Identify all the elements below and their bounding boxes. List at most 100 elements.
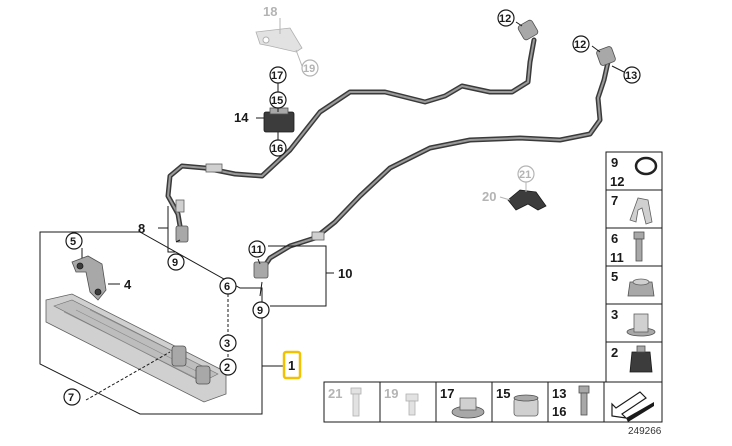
legend-cell-17[interactable]: 17 [440,386,485,419]
o-ring-icon [634,156,658,176]
svg-text:1: 1 [288,358,295,373]
svg-text:7: 7 [611,193,618,208]
hose-clamp [205,163,223,173]
callout-3[interactable]: 3 [219,334,237,352]
oil-cooler-line-feed[interactable] [165,19,539,243]
callout-12-right[interactable]: 12 [572,35,590,53]
svg-text:15: 15 [271,95,283,107]
svg-text:12: 12 [574,39,586,51]
callout-14[interactable]: 14 [234,110,249,125]
bracket-4[interactable] [71,255,107,301]
svg-text:6: 6 [611,231,618,246]
svg-text:18: 18 [263,4,277,19]
oil-cooler-line-return[interactable] [253,46,616,279]
svg-text:13: 13 [552,386,566,401]
svg-text:15: 15 [496,386,510,401]
svg-text:11: 11 [610,250,624,265]
svg-text:19: 19 [303,63,315,75]
legend-cell-15[interactable]: 15 [496,386,539,417]
svg-text:19: 19 [384,386,398,401]
svg-text:3: 3 [224,338,230,350]
callout-20[interactable]: 20 [482,189,496,204]
nut-top [632,278,650,286]
collar-nut-body [633,313,649,333]
svg-text:3: 3 [611,307,618,322]
hose-end-fitting [517,19,539,41]
bracket-18[interactable] [255,27,303,53]
diagram-id-label: 249266 [628,426,662,437]
clip-icon [629,197,653,225]
callout-1-highlighted[interactable]: 1 [282,350,302,380]
callout-16[interactable]: 16 [269,139,287,157]
legend-cell-13-16[interactable]: 13 16 [552,385,590,419]
callout-7[interactable]: 7 [63,388,81,406]
bolt-shaft [580,392,588,416]
bolt-shaft [408,400,416,416]
callout-11[interactable]: 11 [248,240,266,258]
legend-cell-19[interactable]: 19 [384,386,419,416]
callout-9-lower[interactable]: 9 [252,301,270,319]
callout-9-upper[interactable]: 9 [167,253,185,271]
legend-cell-9-12[interactable]: 9 12 [610,155,658,189]
legend-cell-6-11[interactable]: 6 11 [610,231,645,265]
hose-clamp [311,231,325,241]
bolt-icon [578,385,590,394]
callout-12-left[interactable]: 12 [497,9,515,27]
callout-6[interactable]: 6 [219,277,237,295]
svg-text:17: 17 [440,386,454,401]
callout-8[interactable]: 8 [138,221,145,236]
bolt-icon [405,393,419,402]
direction-arrow-icon [611,391,647,419]
svg-text:9: 9 [172,257,178,269]
collar-nut-body [459,397,477,411]
legend-cell-7[interactable]: 7 [611,193,653,225]
callout-17[interactable]: 17 [269,66,287,84]
svg-text:7: 7 [68,392,74,404]
legend-cell-3[interactable]: 3 [611,307,656,337]
svg-text:5: 5 [70,236,76,248]
legend-cell-21[interactable]: 21 [328,386,362,417]
svg-text:11: 11 [251,244,263,256]
svg-text:12: 12 [610,174,624,189]
nut-icon [627,281,655,297]
svg-text:17: 17 [271,70,283,82]
legend-cell-5[interactable]: 5 [611,269,655,297]
svg-text:10: 10 [338,266,352,281]
callout-10[interactable]: 10 [338,266,352,281]
callout-15[interactable]: 15 [269,91,287,109]
callout-18[interactable]: 18 [263,4,277,19]
arrow-shadow [626,402,654,422]
callout-19[interactable]: 19 [301,59,319,77]
callout-21[interactable]: 21 [517,165,535,183]
bracket-20[interactable] [507,189,547,211]
grommet-14[interactable] [263,107,295,133]
svg-text:6: 6 [224,281,230,293]
svg-text:20: 20 [482,189,496,204]
svg-text:21: 21 [328,386,342,401]
legend-cell-arrow [611,391,654,422]
svg-text:16: 16 [271,143,283,155]
oil-cooler-1[interactable] [45,293,227,403]
legend-cell-2[interactable]: 2 [611,345,653,373]
hose-end-fitting [175,225,189,243]
screw-icon [350,387,362,395]
svg-text:9: 9 [611,155,618,170]
grommet-icon [629,351,653,373]
callout-4[interactable]: 4 [124,277,132,292]
legend-table-bottom: 21 19 17 15 13 16 [323,381,663,423]
svg-text:5: 5 [611,269,618,284]
bolt-shaft [635,238,643,262]
grommet-top [636,345,646,353]
svg-text:12: 12 [499,13,511,25]
callout-5[interactable]: 5 [65,232,83,250]
svg-text:8: 8 [138,221,145,236]
hose-end-fitting [253,261,269,279]
svg-text:9: 9 [257,305,263,317]
legend-table-right: 9 12 7 6 11 5 3 2 [605,151,663,383]
callout-2[interactable]: 2 [219,358,237,376]
callout-13[interactable]: 13 [623,66,641,84]
svg-text:13: 13 [625,70,637,82]
svg-text:2: 2 [224,362,230,374]
